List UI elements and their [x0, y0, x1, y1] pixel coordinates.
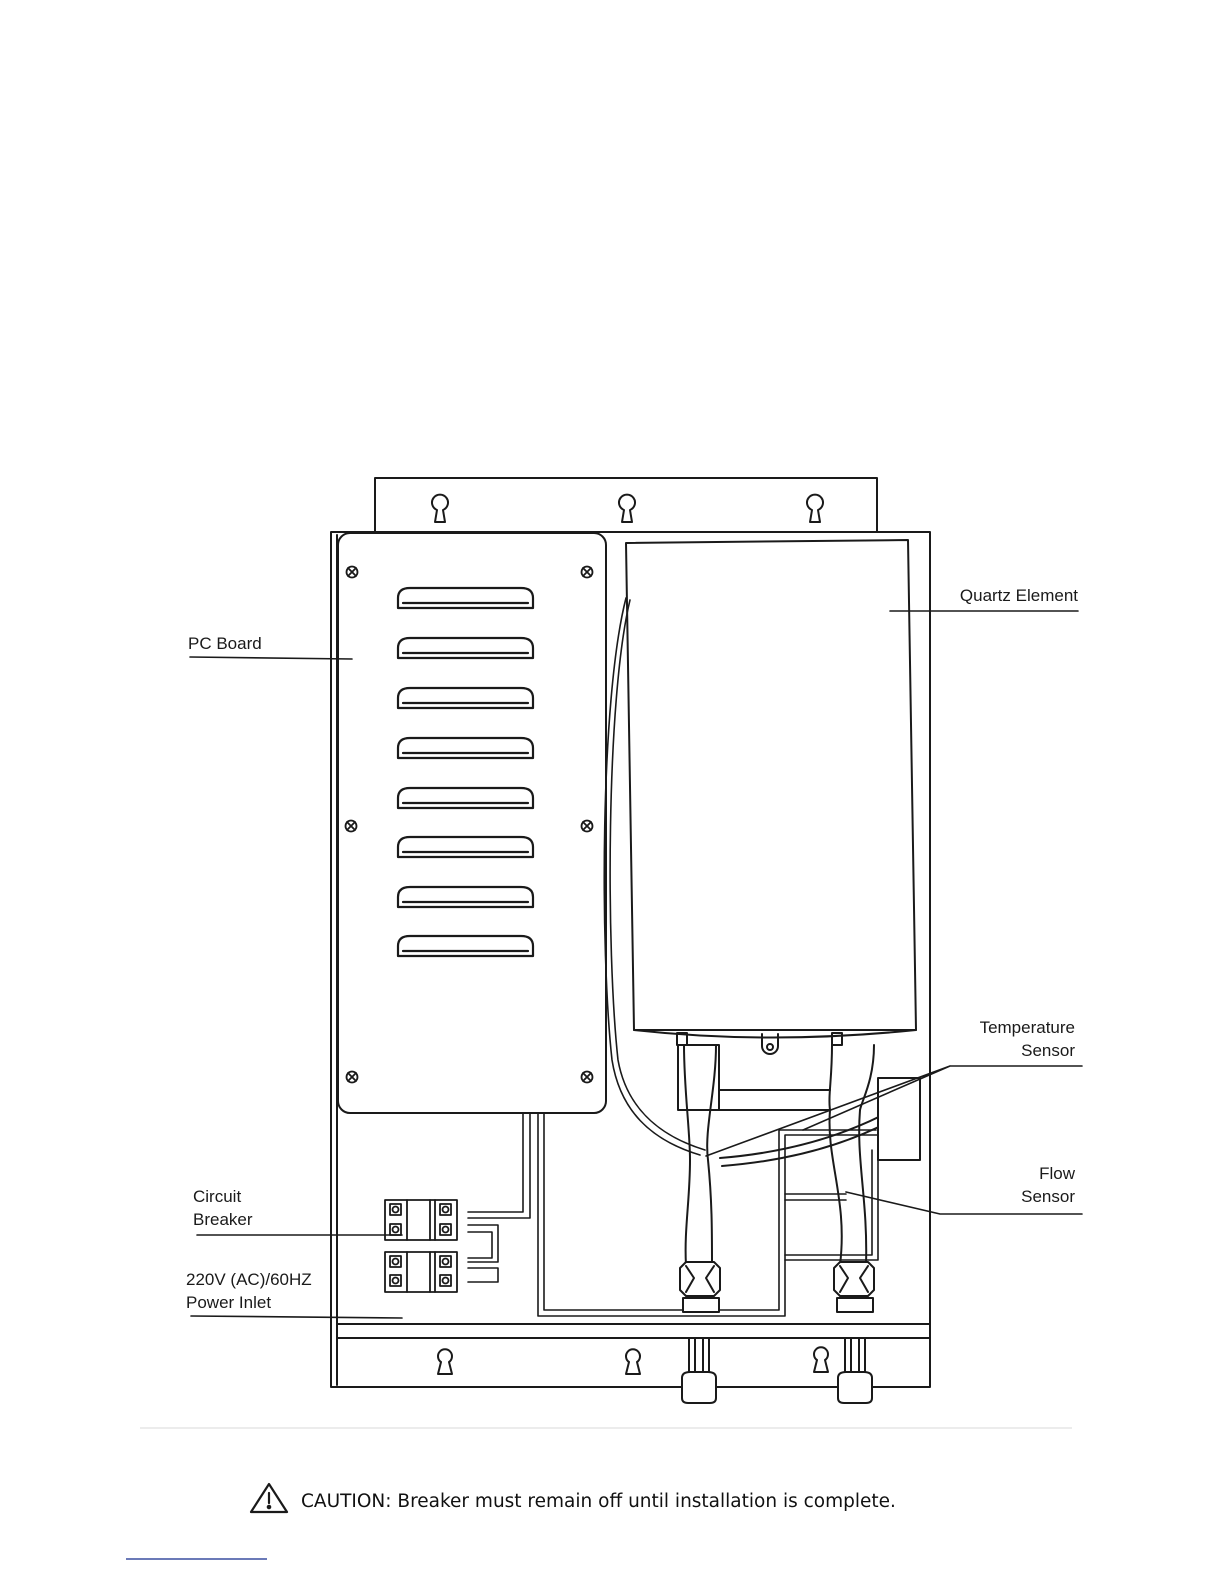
- top-mounting-bracket: [375, 478, 877, 532]
- label-circuit-breaker-line2: Breaker: [193, 1210, 253, 1229]
- label-flow-sensor-line1: Flow: [1039, 1164, 1076, 1183]
- quartz-element: [626, 540, 916, 1054]
- circuit-breaker-top: [385, 1200, 457, 1240]
- label-circuit-breaker-line1: Circuit: [193, 1187, 241, 1206]
- label-power-inlet-line2: Power Inlet: [186, 1293, 271, 1312]
- keyhole-icon: [814, 1347, 828, 1372]
- label-flow-sensor-line2: Sensor: [1021, 1187, 1075, 1206]
- circuit-breaker-bottom: [385, 1252, 457, 1292]
- pipe-fitting-left: [680, 1262, 720, 1312]
- keyhole-icon: [626, 1349, 640, 1374]
- label-power-inlet-line1: 220V (AC)/60HZ: [186, 1270, 312, 1289]
- keyhole-icon: [438, 1349, 452, 1374]
- caution-text: CAUTION: Breaker must remain off until i…: [301, 1491, 896, 1512]
- water-pipes: [677, 1033, 920, 1265]
- label-temperature-sensor-line1: Temperature: [980, 1018, 1075, 1037]
- leader-pc-board: [190, 657, 352, 659]
- label-quartz-element: Quartz Element: [960, 586, 1078, 605]
- label-pc-board: PC Board: [188, 634, 262, 653]
- pipe-fitting-right: [834, 1262, 874, 1312]
- warning-triangle-icon: [251, 1484, 287, 1512]
- label-temperature-sensor-line2: Sensor: [1021, 1041, 1075, 1060]
- bottom-rail: [337, 1324, 930, 1338]
- outlet-pipes: [682, 1338, 872, 1403]
- pc-board-panel: [338, 533, 606, 1113]
- leader-power-inlet: [191, 1316, 402, 1318]
